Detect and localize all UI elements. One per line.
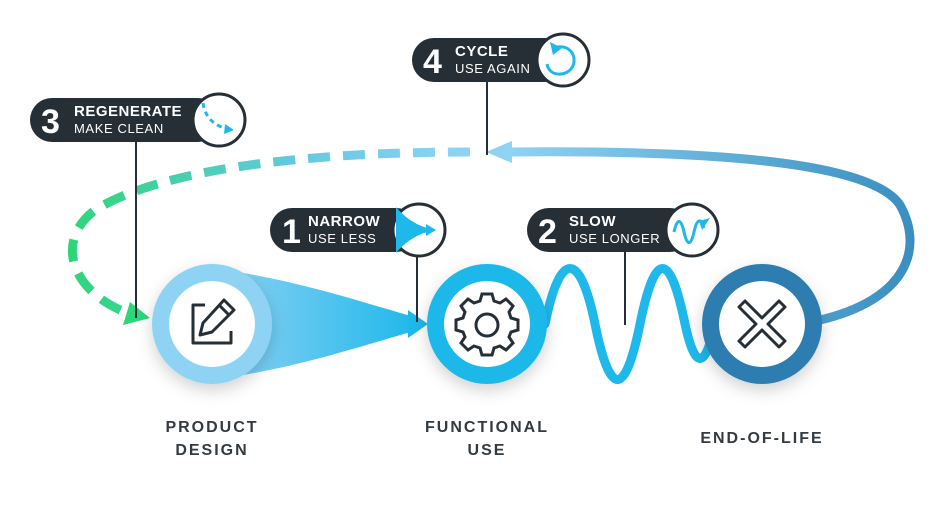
tag-regenerate-title: REGENERATE (74, 103, 182, 120)
tag-cycle: 4 CYCLE USE AGAIN (412, 32, 591, 88)
tag-cycle-number: 4 (423, 43, 442, 81)
loop-arrow-icon (545, 42, 576, 76)
tag-regenerate: 3 REGENERATE MAKE CLEAN (30, 92, 247, 148)
dashed-arrow-icon (201, 102, 234, 134)
cycle-return-path (500, 147, 915, 325)
tag-regenerate-number: 3 (41, 103, 60, 141)
gear-icon (454, 292, 520, 357)
stage-label-functional-use-line2: USE (468, 442, 507, 459)
tag-slow-title: SLOW (569, 213, 616, 230)
regenerate-dashed-path (67, 147, 471, 317)
stage-label-end-of-life: END-OF-LIFE (700, 430, 823, 447)
slow-wave (540, 264, 720, 384)
tag-narrow: 1 NARROW USE LESS (270, 202, 447, 258)
tag-narrow-number: 1 (282, 213, 301, 251)
tag-cycle-title: CYCLE (455, 43, 508, 60)
wave-arrow-icon (672, 218, 710, 244)
tag-regenerate-subtitle: MAKE CLEAN (74, 121, 164, 136)
tag-cycle-subtitle: USE AGAIN (455, 61, 530, 76)
tag-slow-subtitle: USE LONGER (569, 231, 660, 246)
functional-use-node (427, 264, 547, 384)
narrow-arrowhead (408, 310, 428, 338)
tag-narrow-title: NARROW (308, 213, 380, 230)
tag-narrow-subtitle: USE LESS (308, 231, 376, 246)
stage-label-product-design-line2: DESIGN (175, 442, 248, 459)
stage-label-functional-use-line1: FUNCTIONAL (425, 419, 549, 436)
edit-icon (191, 298, 236, 345)
end-of-life-node (702, 264, 822, 384)
narrow-arrow-icon (396, 207, 436, 253)
stage-label-product-design-line1: PRODUCT (165, 419, 258, 436)
cycle-arrowhead (486, 141, 512, 163)
tag-slow-number: 2 (538, 213, 557, 251)
close-x-icon (737, 299, 787, 349)
product-design-node (152, 264, 272, 384)
tag-slow: 2 SLOW USE LONGER (527, 202, 720, 258)
